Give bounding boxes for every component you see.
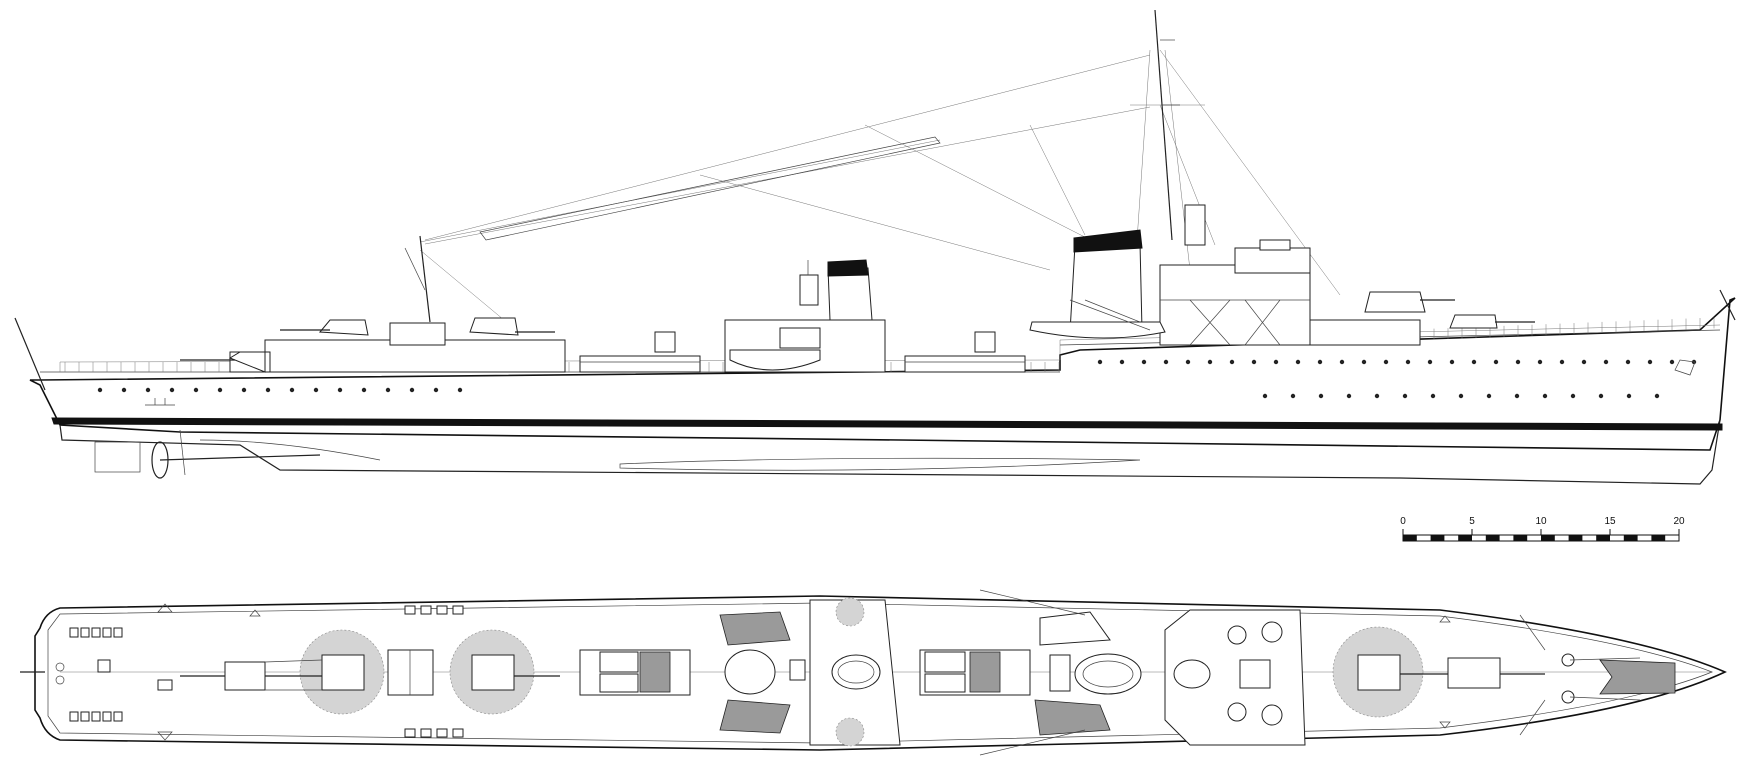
aft-funnel [724,259,886,373]
forward-turret-rings [1332,626,1545,718]
scale-label-0: 0 [1400,516,1406,527]
aft-torpedo-mount [579,649,776,696]
scale-bar: 0 5 10 15 20 [1400,516,1685,542]
bridge-superstructure [1159,204,1421,346]
torpedo-tube-mounts [579,331,1026,373]
scale-label-15: 15 [1604,516,1616,527]
aft-superstructure [180,317,566,373]
aft-mast [404,235,431,323]
deck-lockers [69,605,464,738]
plan-view [20,589,1727,756]
portholes-lower [1262,393,1660,399]
main-mast [1154,9,1180,241]
scale-label-5: 5 [1469,516,1475,527]
hull-side [29,297,1736,451]
bridge-plan [1164,609,1306,746]
anchor [1674,359,1696,376]
boot-topping-stripe [51,417,1723,431]
aft-turret-rings [180,629,560,715]
ships-boat [1029,299,1166,339]
aft-funnel-plan [719,597,901,747]
forward-turrets [1364,291,1535,329]
rigging [419,49,1341,326]
bow-fittings [1519,614,1676,736]
fore-funnel [1069,229,1161,333]
fore-funnel-plan [979,589,1142,756]
scale-label-10: 10 [1535,516,1547,527]
propeller [94,429,381,479]
scale-label-20: 20 [1673,516,1685,527]
side-profile-view [14,9,1736,485]
fore-torpedo-mount [919,649,1071,696]
portholes-upper [97,359,1697,393]
